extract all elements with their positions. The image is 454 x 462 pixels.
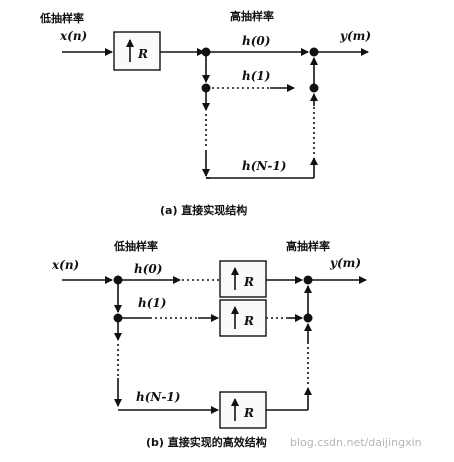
sum-node-0-b <box>303 275 313 285</box>
caption-b: (b) 直接实现的高效结构 <box>146 435 267 449</box>
watermark: blog.csdn.net/daijingxin <box>290 436 422 449</box>
sum-node-1-a <box>309 83 319 93</box>
input-label-b: x(n) <box>51 258 79 272</box>
caption-a: (a) 直接实现结构 <box>160 203 247 217</box>
branch-label-n-b: h(N-1) <box>136 390 180 404</box>
tap-node-1-a <box>201 83 211 93</box>
branch-label-1-a: h(1) <box>242 69 270 83</box>
sum-node-1-b <box>303 313 313 323</box>
upsampler-label-n-b: R <box>243 406 254 420</box>
upsampler-box-0-b <box>219 260 267 298</box>
upsampler-box-1-b <box>219 299 267 337</box>
branch-label-n-a: h(N-1) <box>242 159 286 173</box>
diagram-b: 低抽样率 高抽样率 x(n) h(0) R y(m) h(1) R <box>51 239 367 449</box>
low-rate-label-b: 低抽样率 <box>113 239 158 253</box>
upsampler-box-a <box>113 31 161 71</box>
input-label-a: x(n) <box>59 29 87 43</box>
high-rate-label-b: 高抽样率 <box>286 239 330 253</box>
sum-node-0-a <box>309 47 319 57</box>
tap-node-0-b <box>113 275 123 285</box>
branch-label-0-b: h(0) <box>134 262 162 276</box>
output-label-a: y(m) <box>339 29 371 43</box>
diagram-a: 低抽样率 高抽样率 x(n) R h(0) y(m) h(1) h(N-1) <box>39 9 371 217</box>
tap-node-1-b <box>113 313 123 323</box>
tap-node-0-a <box>201 47 211 57</box>
high-rate-label-a: 高抽样率 <box>230 9 274 23</box>
output-label-b: y(m) <box>329 256 361 270</box>
upsampler-box-n-b <box>219 391 267 429</box>
upsampler-label-0-b: R <box>243 275 254 289</box>
branch-label-0-a: h(0) <box>242 34 270 48</box>
low-rate-label-a: 低抽样率 <box>39 11 84 25</box>
upsampler-label-1-b: R <box>243 314 254 328</box>
upsampler-label-a: R <box>137 47 148 61</box>
branch-label-1-b: h(1) <box>138 296 166 310</box>
